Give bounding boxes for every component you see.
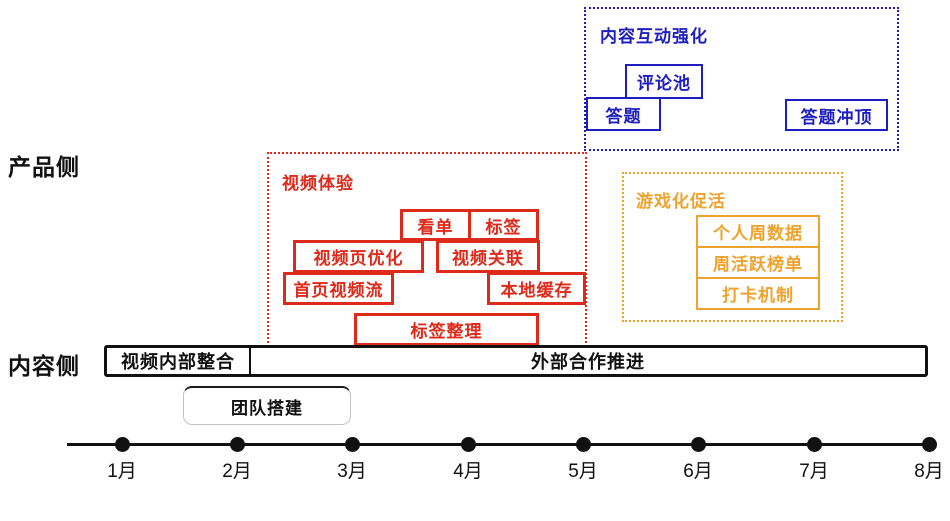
timeline-dot-jul	[807, 437, 822, 452]
content-side-label: 内容侧	[8, 353, 80, 379]
timeline-month-label: 7月	[799, 461, 829, 482]
bar-segment-video-internal-integration: 视频内部整合	[107, 348, 251, 374]
task-video-page-optimization: 视频页优化	[293, 240, 424, 273]
timeline-dot-jun	[691, 437, 706, 452]
group-video-experience-title: 视频体验	[282, 174, 354, 193]
product-side-label: 产品侧	[8, 154, 80, 180]
task-quiz-top: 答题冲顶	[785, 99, 888, 131]
timeline-dot-apr	[461, 437, 476, 452]
task-tags: 标签	[468, 209, 539, 241]
task-personal-weekly-data: 个人周数据	[696, 215, 820, 248]
bar-segment-external-cooperation: 外部合作推进	[531, 352, 645, 372]
team-building-box: 团队搭建	[183, 386, 351, 425]
group-gamification: 游戏化促活 个人周数据 周活跃榜单 打卡机制	[622, 172, 843, 322]
group-content-interaction-title: 内容互动强化	[600, 27, 708, 46]
task-video-association: 视频关联	[436, 240, 540, 273]
task-answer-quiz: 答题	[586, 97, 661, 131]
timeline-dot-feb	[230, 437, 245, 452]
timeline-dot-jan	[115, 437, 130, 452]
content-bar: 视频内部整合 外部合作推进	[104, 345, 928, 377]
timeline-axis	[67, 443, 931, 446]
group-video-experience: 视频体验 看单 标签 视频页优化 视频关联 首页视频流 本地缓存 标签整理	[267, 152, 587, 347]
timeline-month-label: 6月	[683, 461, 713, 482]
timeline-month-label: 3月	[337, 461, 367, 482]
timeline-dot-may	[576, 437, 591, 452]
task-watchlist: 看单	[400, 209, 471, 241]
timeline-month-label: 4月	[453, 461, 483, 482]
task-comment-pool: 评论池	[625, 64, 703, 99]
task-tag-organization: 标签整理	[354, 313, 539, 346]
timeline-month-label: 5月	[568, 461, 598, 482]
group-content-interaction: 内容互动强化 评论池 答题 答题冲顶	[584, 7, 899, 151]
timeline-dot-aug	[922, 437, 937, 452]
task-weekly-active-leaderboard: 周活跃榜单	[696, 246, 820, 279]
timeline-month-label: 8月	[914, 461, 944, 482]
timeline-month-label: 1月	[107, 461, 137, 482]
group-gamification-title: 游戏化促活	[636, 192, 726, 211]
task-checkin-mechanism: 打卡机制	[696, 277, 820, 310]
task-local-cache: 本地缓存	[487, 272, 586, 305]
timeline-dot-mar	[345, 437, 360, 452]
timeline-month-label: 2月	[222, 461, 252, 482]
task-home-video-feed: 首页视频流	[283, 272, 394, 305]
